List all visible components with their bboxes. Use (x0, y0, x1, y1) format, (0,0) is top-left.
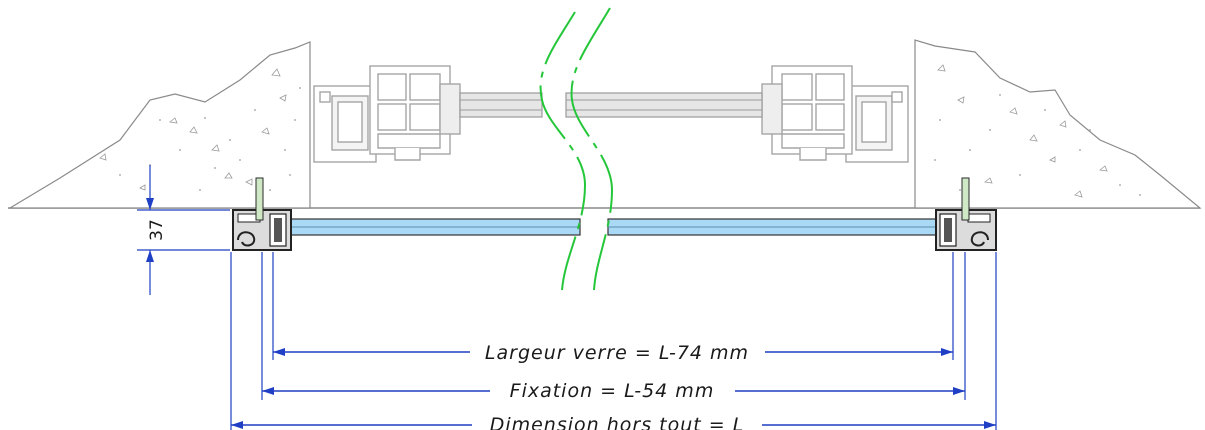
fixing-label: Fixation = L-54 mm (510, 380, 715, 402)
break-lines (539, 7, 614, 291)
left-concrete-wall (7, 41, 311, 209)
glass-width-label: Largeur verre = L-74 mm (485, 342, 749, 364)
window-glazing (459, 92, 763, 118)
overall-label: Dimension hors tout = L (490, 414, 745, 430)
left-fixing-profile (232, 177, 292, 251)
height-dimension (137, 165, 230, 295)
height-label: 37 (147, 219, 167, 241)
extension-lines (230, 252, 997, 430)
right-concrete-wall (914, 39, 1202, 209)
right-fixing-profile (935, 177, 997, 251)
right-window-profile (761, 65, 909, 163)
left-window-profile (313, 65, 461, 163)
